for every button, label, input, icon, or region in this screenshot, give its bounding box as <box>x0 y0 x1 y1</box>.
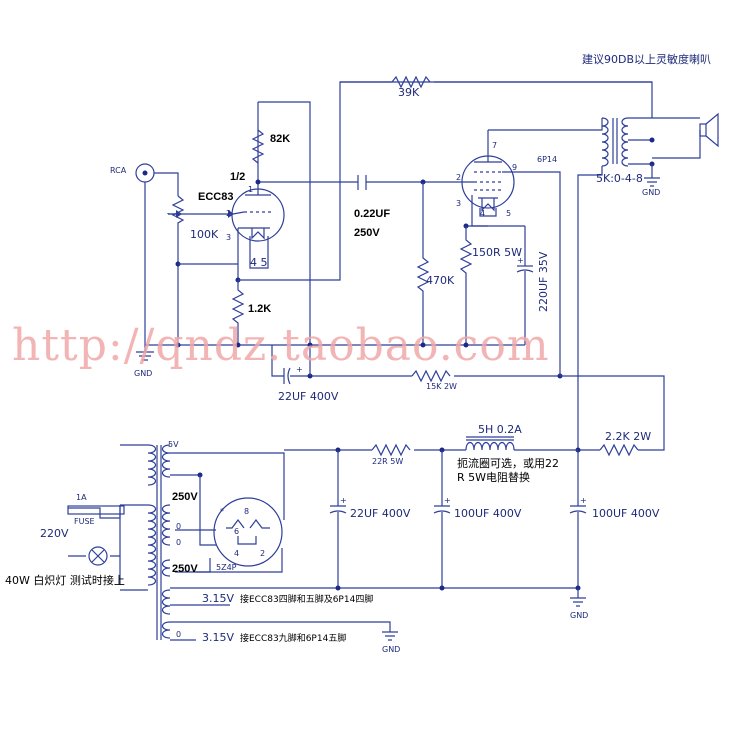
ground-symbol-heater <box>382 627 398 641</box>
pin-2b: 2 <box>456 173 461 182</box>
pin-2: 2 <box>226 209 231 218</box>
label-heater-1-v: 3.15V <box>202 592 234 605</box>
svg-text:+: + <box>517 256 524 265</box>
label-100uf-a: 100UF 400V <box>454 507 522 520</box>
resistor-cathode-1k2 <box>231 81 653 345</box>
label-1a: 1A <box>76 493 87 502</box>
label-half: 1/2 <box>230 171 245 183</box>
label-1k2: 1.2K <box>248 303 271 315</box>
speaker-note: 建议90DB以上灵敏度喇叭 <box>582 52 711 66</box>
rectifier-5z4p <box>175 475 285 573</box>
resistor-grid-470k <box>416 179 430 345</box>
heater-2-note: 接ECC83九脚和6P14五脚 <box>240 632 346 644</box>
pin-5: 5 <box>506 209 511 218</box>
labels: 建议90DB以上灵敏度喇叭 39K 82K 1/2 ECC83 RCA 100K… <box>5 52 711 654</box>
label-22uf-filter: 22UF 400V <box>350 507 411 520</box>
label-220uf: 220UF 35V <box>537 251 550 312</box>
svg-text:+: + <box>580 496 587 505</box>
pin-3b: 3 <box>456 199 461 208</box>
svg-text:+: + <box>340 496 347 505</box>
pin-9: 9 <box>512 163 517 172</box>
label-100uf-b: 100UF 400V <box>592 507 660 520</box>
pin-3: 3 <box>226 233 231 242</box>
gnd-label-speaker: GND <box>642 188 660 197</box>
ecc83-triode <box>200 102 285 269</box>
label-fuse: FUSE <box>74 517 95 526</box>
ground-rail <box>145 342 525 348</box>
power-transformer <box>68 444 171 640</box>
preamp-stage <box>135 75 653 361</box>
ground-symbol-supply <box>570 588 586 607</box>
power-supply: + + + <box>67 436 587 641</box>
pin-0-b: 0 <box>176 522 181 531</box>
label-5v: 5V <box>168 440 179 449</box>
label-470k: 470K <box>426 274 455 287</box>
label-choke: 5H 0.2A <box>478 423 522 436</box>
label-heater-2-v: 3.15V <box>202 631 234 644</box>
svg-text:+: + <box>296 365 303 374</box>
capacitor-filter-100uf-b: + <box>569 450 587 588</box>
label-100k: 100K <box>190 228 219 241</box>
heater-1-note: 接ECC83四脚和五脚及6P14四脚 <box>240 593 373 605</box>
pin-4: 4 <box>480 209 485 218</box>
svg-text:+: + <box>444 496 451 505</box>
rca-jack <box>135 163 179 345</box>
label-022uf: 0.22UF <box>354 208 390 220</box>
label-2k2: 2.2K 2W <box>605 430 651 443</box>
label-15k: 15K 2W <box>426 382 457 391</box>
label-150r: 150R 5W <box>472 246 522 259</box>
rect-pin-8: 8 <box>244 507 249 516</box>
label-250v-b: 250V <box>172 563 198 575</box>
wire-5v <box>170 452 285 510</box>
capacitor-coupling <box>357 175 455 190</box>
rect-pin-2: 2 <box>260 549 265 558</box>
gnd-label-left: GND <box>134 369 152 378</box>
label-82k: 82K <box>270 133 290 145</box>
decoupling-network: + <box>271 340 563 385</box>
resistor-feedback-39k <box>340 75 652 89</box>
label-250v-cap: 250V <box>354 227 380 239</box>
rect-pin-4: 4 <box>234 549 239 558</box>
choke-inductor <box>465 436 515 451</box>
gnd-label-heater: GND <box>382 645 400 654</box>
resistor-cathode-150r <box>459 223 525 345</box>
capacitor-filter-22uf: + <box>329 450 347 588</box>
pin-0-c: 0 <box>176 630 181 639</box>
lamp-icon <box>88 546 108 566</box>
watermark-text: http://qndz.taobao.com <box>12 320 550 371</box>
choke-note-1: 扼流圈可选，或用22 <box>457 456 559 470</box>
capacitor-cathode-220uf: + <box>516 226 534 345</box>
choke-note-2: R 5W电阻替换 <box>457 470 530 484</box>
rect-pin-6: 6 <box>234 527 239 536</box>
label-5z4p: 5Z4P <box>216 563 237 572</box>
label-22uf-decouple: 22UF 400V <box>278 390 339 403</box>
output-transformer <box>577 112 700 345</box>
label-rca: RCA <box>110 166 127 175</box>
pin-7: 7 <box>492 141 497 150</box>
label-250v-a: 250V <box>172 491 198 503</box>
speaker-icon <box>652 112 719 159</box>
output-stage: + <box>455 112 719 345</box>
pin-1: 1 <box>248 185 253 194</box>
label-output-tx: 5K:0-4-8 <box>596 172 643 185</box>
resistor-22r <box>371 443 411 457</box>
rect-star: * <box>220 507 224 516</box>
ground-symbol-left <box>136 345 154 361</box>
resistor-plate-82k <box>251 101 311 345</box>
label-39k: 39K <box>398 86 420 99</box>
label-220v: 220V <box>40 527 69 540</box>
fuse-icon <box>67 505 125 515</box>
label-6p14: 6P14 <box>537 155 557 164</box>
volume-potentiometer <box>167 195 238 345</box>
pin-45: 4 5 <box>250 256 268 269</box>
label-22r: 22R 5W <box>372 457 403 466</box>
capacitor-filter-100uf-a: + <box>433 450 451 588</box>
pin-0-a: 0 <box>176 538 181 547</box>
lamp-note: 40W 白炽灯 测试时接上 <box>5 573 125 587</box>
6p14-pentode <box>455 118 603 340</box>
gnd-label-supply: GND <box>570 611 588 620</box>
label-ecc83: ECC83 <box>198 191 233 203</box>
